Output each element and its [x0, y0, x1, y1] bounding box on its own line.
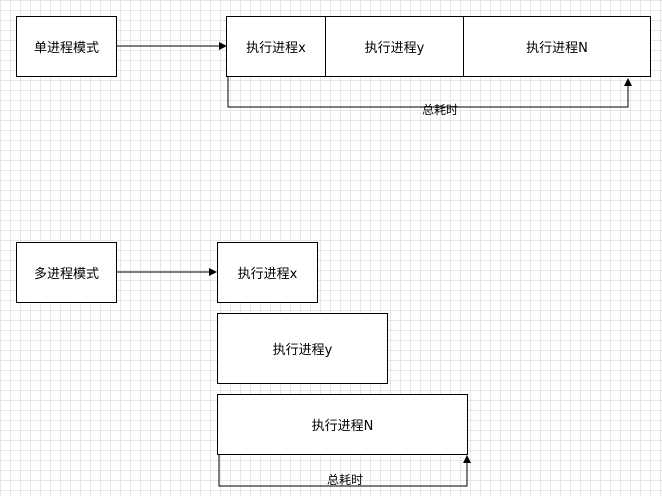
multi-mode-label: 多进程模式: [33, 267, 99, 282]
single-mode-box: 单进程模式: [16, 16, 117, 77]
single-mode-label: 单进程模式: [33, 41, 99, 56]
multi-total-time-label: 总耗时: [326, 473, 363, 487]
multi-total-time-bracket: [218, 454, 471, 487]
single-step-x-label: 执行进程x: [246, 41, 306, 56]
multi-step-n-label: 执行进程N: [311, 419, 374, 434]
single-step-y: 执行进程y: [325, 16, 464, 77]
multi-step-y-label: 执行进程y: [272, 343, 333, 358]
multi-step-y: 执行进程y: [217, 313, 388, 384]
multi-step-n: 执行进程N: [217, 394, 468, 455]
multi-mode-box: 多进程模式: [16, 242, 117, 303]
single-step-x: 执行进程x: [226, 16, 326, 77]
single-total-time-label: 总耗时: [421, 103, 458, 117]
single-total-time-bracket: [227, 76, 632, 108]
multi-step-x-label: 执行进程x: [237, 267, 298, 282]
single-step-n-label: 执行进程N: [526, 41, 588, 56]
single-step-n: 执行进程N: [463, 16, 651, 77]
multi-step-x: 执行进程x: [217, 242, 318, 303]
single-step-y-label: 执行进程y: [364, 41, 425, 56]
